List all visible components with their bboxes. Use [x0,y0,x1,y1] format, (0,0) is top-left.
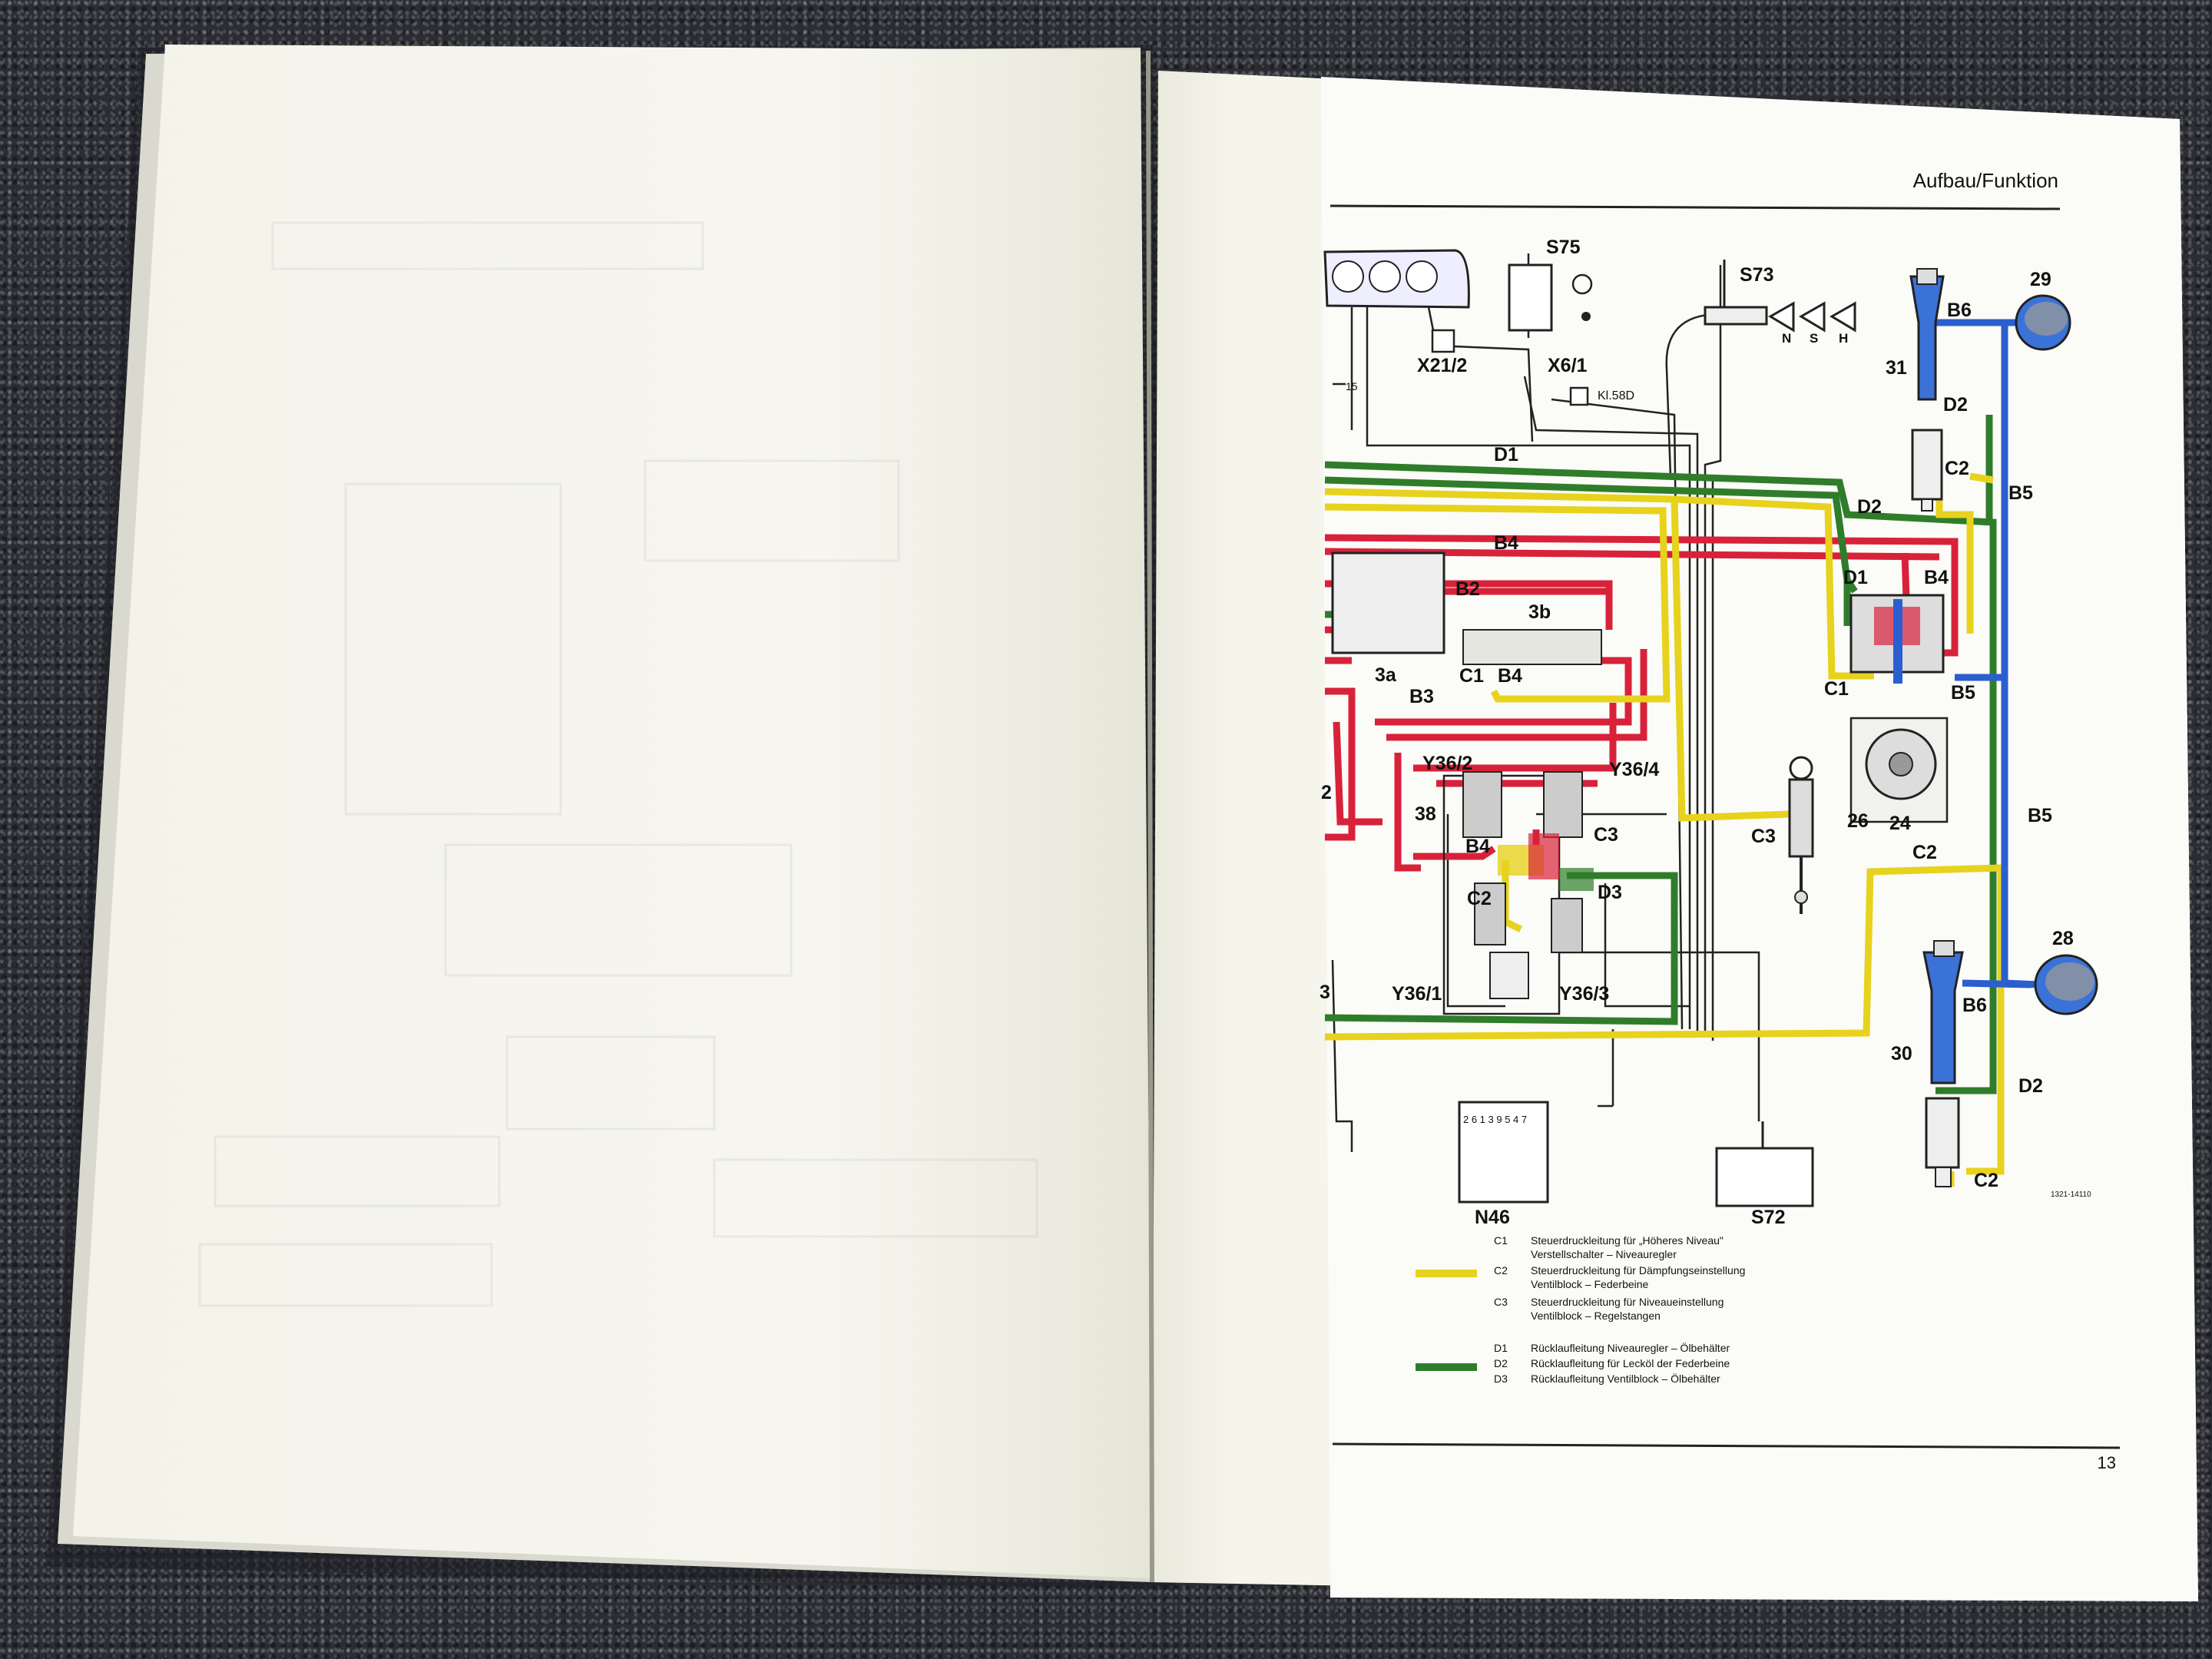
page-footer: 13 [1332,1442,2121,1472]
label-c3-rod: C3 [1751,826,1776,847]
booklet [46,45,2198,1601]
label-b5-mid: B5 [1951,682,1975,704]
schematic-labels: S75 S73 X21/2 X6/1 Kl.58D N S H 15 29 31… [1320,237,2091,1228]
label-24: 24 [1889,813,1911,834]
label-c2-bottom: C2 [1974,1170,1998,1191]
label-3b: 3b [1528,601,1551,623]
label-c2-valve: C2 [1467,888,1492,909]
legend-d3-code: D3 [1494,1373,1508,1385]
connector-x21-2 [1431,329,1455,353]
label-d1-top: D1 [1494,444,1518,465]
label-x6-1: X6/1 [1548,355,1588,376]
label-b6-low: B6 [1962,995,1987,1016]
label-y36-3: Y36/3 [1559,983,1609,1005]
legend-c1-text: Steuerdruckleitung für „Höheres Niveau" [1531,1234,1724,1247]
label-s73: S73 [1740,264,1773,286]
section-title: Aufbau/Funktion [1913,169,2058,192]
spring-strut-30 [1922,940,1964,1187]
label-31: 31 [1886,357,1907,379]
control-rod-26 [1788,756,1814,914]
label-b5-low: B5 [2028,805,2052,826]
label-b3: B3 [1409,686,1434,707]
label-y36-2: Y36/2 [1422,753,1472,774]
label-30: 30 [1891,1043,1912,1065]
label-d2-right: D2 [1943,394,1968,416]
label-y36-4: Y36/4 [1609,759,1659,780]
legend-d1-code: D1 [1494,1342,1508,1354]
legend-swatch-green [1416,1363,1477,1371]
legend-c2-text: Steuerdruckleitung für Dämpfungseinstell… [1531,1264,1745,1277]
connector-x6-1 [1569,386,1589,406]
label-edge2: 2 [1321,782,1332,803]
label-c2-top: C2 [1945,458,1969,479]
label-b2: B2 [1455,578,1480,600]
level-controller [1849,594,1945,684]
blue-lines [1932,319,2040,988]
label-d1-right: D1 [1843,567,1868,588]
label-b6-top: B6 [1947,300,1972,321]
label-b4-right: B4 [1924,567,1949,588]
legend-d2-text: Rücklaufleitung für Lecköl der Federbein… [1531,1357,1730,1369]
label-b4-valve: B4 [1465,836,1490,857]
switch-s72 [1715,1147,1814,1207]
label-d2-top: D2 [1857,496,1882,518]
legend-c2-code: C2 [1494,1264,1508,1277]
legend-c1-code: C1 [1494,1234,1508,1247]
label-29: 29 [2030,269,2051,290]
label-n46-pins: 2 6 1 3 9 5 4 7 [1463,1114,1527,1125]
label-d2-bottom: D2 [2018,1075,2043,1097]
legend-c3-sub: Ventilblock – Regelstangen [1531,1310,1661,1322]
legend-d1-text: Rücklaufleitung Niveauregler – Ölbehälte… [1531,1341,1730,1354]
label-h: H [1839,331,1848,346]
label-3a: 3a [1375,664,1397,686]
label-n46: N46 [1475,1207,1510,1228]
label-b5-top: B5 [2008,482,2033,504]
show-through-ghost [198,221,1038,1307]
label-s72: S72 [1751,1207,1785,1228]
valve-block [1442,771,1594,1015]
left-page [73,45,1151,1578]
label-kl58d: Kl.58D [1598,389,1634,402]
label-b4-top: B4 [1494,532,1518,554]
legend-c2-sub: Ventilblock – Federbeine [1531,1278,1649,1290]
label-15: 15 [1346,380,1358,392]
label-c1-left: C1 [1459,665,1484,687]
label-x21-2: X21/2 [1417,355,1467,376]
label-y36-1: Y36/1 [1392,983,1442,1005]
pump-block [1331,551,1602,665]
label-38: 38 [1415,803,1436,825]
label-c1-right: C1 [1824,678,1849,700]
label-edge3: 3 [1320,982,1330,1003]
control-unit-n46 [1458,1101,1549,1204]
figure-number: 1321-14110 [2051,1190,2091,1199]
page-number: 13 [2098,1453,2116,1472]
color-legend: C1 Steuerdruckleitung für „Höheres Nivea… [1416,1234,1745,1385]
page-header: Aufbau/Funktion [1330,169,2061,210]
level-sensor-24 [1849,717,1949,823]
spring-strut-31 [1909,268,1945,512]
hydraulic-schematic [1323,249,2098,1207]
switch-s73 [1704,260,1856,333]
legend-d2-code: D2 [1494,1357,1508,1369]
label-26: 26 [1847,810,1869,832]
label-s: S [1810,331,1818,346]
legend-d3-text: Rücklaufleitung Ventilblock – Ölbehälter [1531,1372,1720,1385]
label-c2-mid: C2 [1912,842,1937,863]
label-b4-mid: B4 [1498,665,1522,687]
label-n: N [1782,331,1791,346]
legend-c3-code: C3 [1494,1296,1508,1308]
legend-c1-sub: Verstellschalter – Niveauregler [1531,1248,1677,1260]
legend-swatch-yellow [1416,1270,1477,1277]
switch-s75 [1508,263,1553,332]
label-s75: S75 [1546,237,1581,258]
label-d3: D3 [1598,882,1622,903]
label-c3-valve: C3 [1594,824,1618,846]
label-28: 28 [2052,928,2074,949]
legend-c3-text: Steuerdruckleitung für Niveaueinstellung [1531,1296,1724,1308]
